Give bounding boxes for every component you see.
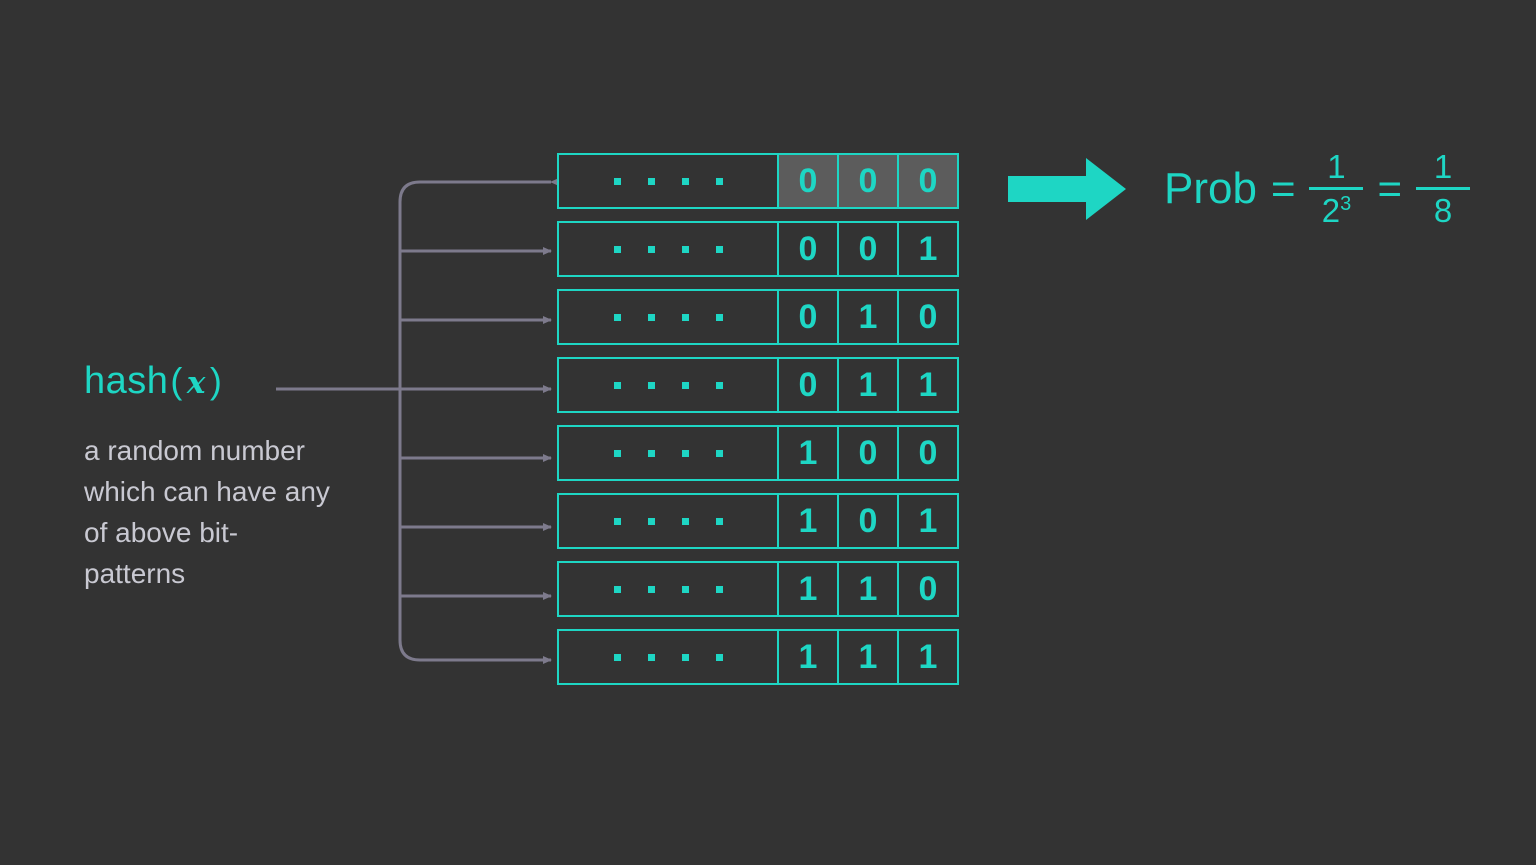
row-ellipsis-dots xyxy=(557,425,779,481)
bit-cell: 1 xyxy=(779,493,839,549)
fraction-1-numerator: 1 xyxy=(1327,148,1346,185)
dot-icon xyxy=(681,653,689,661)
dot-icon xyxy=(613,653,621,661)
bit-cell: 1 xyxy=(839,629,899,685)
dot-icon xyxy=(681,313,689,321)
bit-cell: 0 xyxy=(779,357,839,413)
dot-icon xyxy=(613,517,621,525)
bit-cell: 1 xyxy=(899,221,959,277)
bit-cell: 0 xyxy=(839,221,899,277)
bit-cell: 0 xyxy=(779,221,839,277)
bit-cell: 1 xyxy=(839,289,899,345)
row-ellipsis-dots xyxy=(557,221,779,277)
denominator-base: 2 xyxy=(1321,192,1341,229)
dot-icon xyxy=(613,313,621,321)
close-paren: ) xyxy=(209,360,223,401)
dot-icon xyxy=(613,245,621,253)
hash-variable: x xyxy=(186,365,206,401)
bit-cell: 1 xyxy=(779,629,839,685)
dot-icon xyxy=(613,585,621,593)
bit-cell: 0 xyxy=(839,153,899,209)
fraction-2-numerator: 1 xyxy=(1433,148,1453,185)
hash-function-label: hash(x) xyxy=(84,360,224,403)
row-ellipsis-dots xyxy=(557,289,779,345)
hash-name: hash xyxy=(84,360,169,402)
trunk-line xyxy=(398,178,559,664)
row-ellipsis-dots xyxy=(557,629,779,685)
bit-cell: 0 xyxy=(779,289,839,345)
fraction-one-eighth: 1 8 xyxy=(1416,148,1471,229)
dot-icon xyxy=(647,177,655,185)
bit-cell: 1 xyxy=(839,357,899,413)
dot-icon xyxy=(613,177,621,185)
bit-cell: 0 xyxy=(839,425,899,481)
denominator-exponent: 3 xyxy=(1340,193,1352,215)
bit-cell: 0 xyxy=(899,153,959,209)
dot-icon xyxy=(647,313,655,321)
bit-cell: 1 xyxy=(899,493,959,549)
dot-icon xyxy=(715,177,723,185)
dot-icon xyxy=(647,381,655,389)
right-arrow-icon xyxy=(1008,157,1126,220)
fraction-one-over-two-cubed: 1 23 xyxy=(1309,148,1364,227)
dot-icon xyxy=(715,381,723,389)
bit-cell: 0 xyxy=(779,153,839,209)
hash-description-text: a random number which can have any of ab… xyxy=(84,435,330,589)
bit-cell: 0 xyxy=(839,493,899,549)
dot-icon xyxy=(647,245,655,253)
dot-icon xyxy=(681,381,689,389)
bit-cell: 0 xyxy=(899,425,959,481)
dot-icon xyxy=(681,585,689,593)
row-ellipsis-dots xyxy=(557,561,779,617)
dot-icon xyxy=(715,313,723,321)
bit-cell: 1 xyxy=(839,561,899,617)
dot-icon xyxy=(715,517,723,525)
fraction-1-denominator: 23 xyxy=(1322,190,1351,227)
row-ellipsis-dots xyxy=(557,493,779,549)
dot-icon xyxy=(613,449,621,457)
dot-icon xyxy=(681,449,689,457)
dot-icon xyxy=(681,517,689,525)
dot-icon xyxy=(681,245,689,253)
fraction-2-denominator: 8 xyxy=(1433,192,1453,229)
dot-icon xyxy=(715,245,723,253)
dot-icon xyxy=(647,653,655,661)
dot-icon xyxy=(647,585,655,593)
dot-icon xyxy=(647,517,655,525)
bit-cell: 1 xyxy=(899,629,959,685)
probability-block: Prob = 1 23 = 1 8 xyxy=(1008,148,1471,229)
dot-icon xyxy=(647,449,655,457)
equals-sign-1: = xyxy=(1270,164,1296,212)
dot-icon xyxy=(715,653,723,661)
open-paren: ( xyxy=(170,360,183,401)
probability-expression: Prob = 1 23 = 1 8 xyxy=(1164,148,1471,229)
dot-icon xyxy=(681,177,689,185)
dot-icon xyxy=(715,585,723,593)
fraction-1-bar xyxy=(1309,187,1364,190)
dot-icon xyxy=(715,449,723,457)
prob-label: Prob xyxy=(1164,163,1257,213)
bit-cell: 1 xyxy=(779,561,839,617)
bit-cell: 0 xyxy=(899,561,959,617)
equals-sign-2: = xyxy=(1377,164,1403,212)
bit-cell: 0 xyxy=(899,289,959,345)
bit-cell: 1 xyxy=(899,357,959,413)
fraction-2-bar xyxy=(1416,187,1471,190)
row-ellipsis-dots xyxy=(557,153,779,209)
row-ellipsis-dots xyxy=(557,357,779,413)
bit-cell: 1 xyxy=(779,425,839,481)
dot-icon xyxy=(613,381,621,389)
